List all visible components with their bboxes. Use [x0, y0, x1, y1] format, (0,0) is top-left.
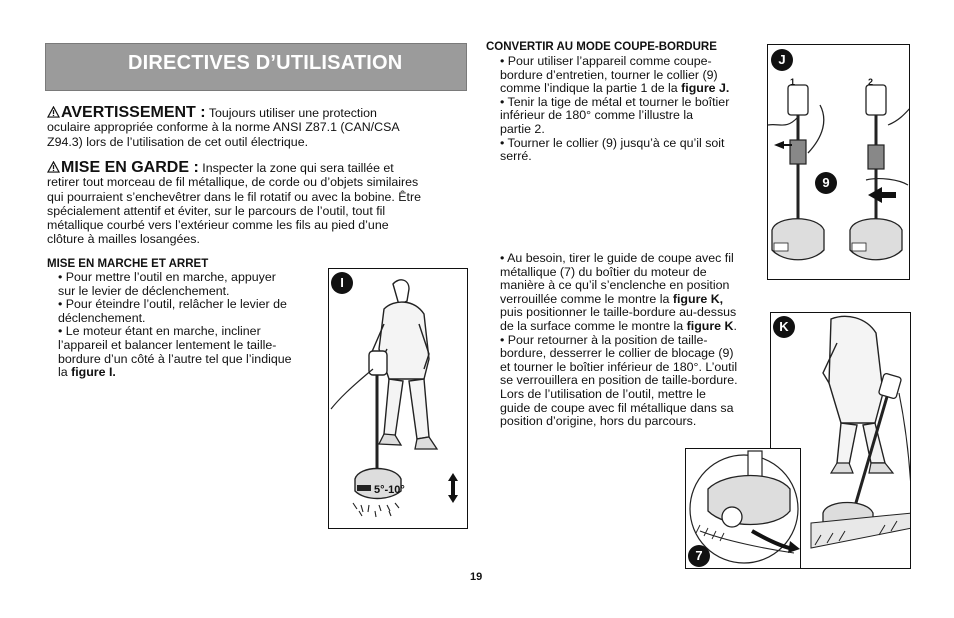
warning-triangle-icon: [47, 161, 60, 173]
onoff-text: • Pour mettre l’outil en marche, appuyer: [58, 270, 276, 284]
caution-text: retirer tout morceau de fil métallique, …: [47, 175, 419, 190]
figure-i-label: I: [331, 272, 353, 294]
part-1-label: 1: [790, 77, 796, 87]
caution-text: Inspecter la zone qui sera taillée et: [202, 161, 394, 175]
figure-reference: figure J.: [681, 81, 730, 96]
guide-text: manière à ce qu’il s’enclenche en positi…: [500, 278, 730, 293]
page-number: 19: [470, 571, 483, 583]
figure-k-inset: 7: [685, 448, 801, 569]
edger-text: • Pour utiliser l’appareil comme coupe-: [500, 54, 712, 68]
guide-text: guide de coupe avec fil métallique dans …: [500, 400, 734, 415]
figure-k-inset-illustration: [689, 450, 800, 564]
collar-callout: 9: [815, 172, 837, 194]
tilt-angle-label: 5°-10°: [374, 484, 405, 496]
warning-text: oculaire appropriée conforme à la norme …: [47, 120, 400, 135]
guide-text: position d’origine, hors du parcours.: [500, 414, 697, 429]
caution-text: clôture à mailles losangées.: [47, 232, 200, 247]
guide-text: .: [733, 318, 737, 333]
edger-heading: CONVERTIR AU MODE COUPE-BORDURE: [486, 41, 717, 53]
warning-triangle-icon: [47, 106, 60, 118]
edger-list: • Pour utiliser l’appareil comme coupe- …: [500, 54, 770, 164]
section-title: DIRECTIVES D’UTILISATION: [128, 52, 403, 74]
edger-text: serré.: [500, 149, 532, 164]
onoff-heading: MISE EN MARCHE ET ARRET: [47, 258, 209, 270]
edger-text: bordure d’entretien, tourner le collier …: [500, 67, 718, 82]
section-banner: DIRECTIVES D’UTILISATION: [45, 43, 467, 91]
edger-text: inférieur de 180° comme l’illustre la: [500, 108, 693, 123]
onoff-text: sur le levier de déclenchement.: [58, 283, 230, 298]
figure-i-illustration: [330, 279, 458, 518]
figure-reference: figure K: [686, 318, 734, 333]
onoff-text: l’appareil et balancer lentement le tail…: [58, 337, 277, 352]
guide-text: se verrouillera en position de taille-bo…: [500, 373, 738, 388]
onoff-text: bordure d’un côté à l’autre tel que l’in…: [58, 351, 292, 366]
onoff-list: • Pour mettre l’outil en marche, appuyer…: [58, 270, 328, 380]
warning-text: Z94.3) lors de l’utilisation de cet outi…: [47, 134, 309, 149]
warning-text: Toujours utiliser une protection: [208, 106, 377, 120]
onoff-text: • Le moteur étant en marche, incliner: [58, 324, 261, 339]
wire-guide-callout: 7: [688, 545, 710, 567]
caution-text: qui pourraient s’enchevêtrer dans le fil…: [47, 189, 422, 204]
guide-list: • Au besoin, tirer le guide de coupe ave…: [500, 251, 770, 429]
onoff-text: déclenchement.: [58, 310, 146, 325]
caution-text: métallique courbé vers l’extérieur comme…: [47, 218, 389, 233]
figure-k-illustration: [810, 315, 910, 549]
caution-lead: MISE EN GARDE :: [61, 159, 199, 176]
edger-text: • Tenir la tige de métal et tourner le b…: [500, 94, 730, 109]
figure-j-illustration: [768, 84, 909, 261]
warning-lead: AVERTISSEMENT :: [61, 104, 206, 121]
guide-text: • Au besoin, tirer le guide de coupe ave…: [500, 251, 734, 265]
figure-j: J 1 2 9: [767, 44, 910, 280]
part-2-label: 2: [868, 77, 874, 87]
figure-k-label: K: [773, 316, 795, 338]
warning-block: AVERTISSEMENT : Toujours utiliser une pr…: [47, 104, 472, 149]
figure-k: K: [770, 312, 911, 569]
guide-text: verrouillée comme le montre la: [500, 291, 673, 306]
figure-i: I 5°-10°: [328, 268, 468, 529]
figure-reference: figure K,: [672, 291, 724, 306]
caution-text: spécialement attentif et éviter, sur le …: [47, 203, 386, 218]
onoff-text: • Pour éteindre l’outil, relâcher le lev…: [58, 297, 287, 312]
onoff-text: la: [58, 365, 72, 380]
guide-text: puis positionner le taille-bordure au-de…: [500, 305, 737, 320]
guide-text: • Pour retourner à la position de taille…: [500, 332, 708, 347]
guide-text: Lors de l’utilisation de l’outil, mettre…: [500, 386, 706, 401]
edger-text: • Tourner le collier (9) jusqu’à ce qu’i…: [500, 135, 725, 150]
edger-text: partie 2.: [500, 121, 545, 136]
figure-j-label: J: [771, 49, 793, 71]
guide-text: bordure, desserrer le collier de blocage…: [500, 346, 734, 361]
guide-text: métallique (7) du boîtier du moteur de: [500, 264, 707, 279]
guide-text: et tourner le boîtier inférieur de 180°.…: [500, 359, 738, 374]
edger-text: comme l’indique la partie 1 de la: [500, 81, 682, 96]
guide-text: de la surface comme le montre la: [500, 318, 687, 333]
figure-reference: figure I.: [71, 365, 116, 380]
caution-block: MISE EN GARDE : Inspecter la zone qui se…: [47, 159, 472, 247]
